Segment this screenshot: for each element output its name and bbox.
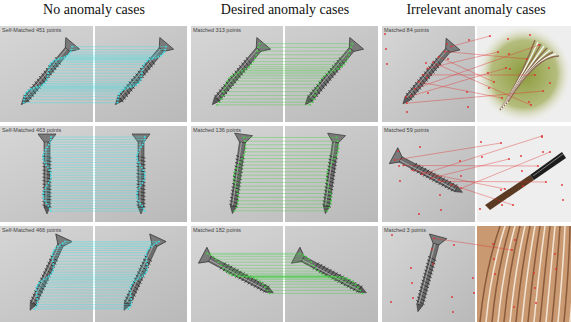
match-lines xyxy=(433,237,513,251)
match-count: Matched 3 points xyxy=(384,227,426,234)
match-lines xyxy=(23,46,167,104)
match-count: Matched 136 points xyxy=(193,127,241,134)
image-panel xyxy=(382,26,475,122)
divider xyxy=(93,226,95,322)
screw xyxy=(132,134,150,214)
image-panel xyxy=(0,26,187,122)
unmatched-points xyxy=(397,136,564,215)
match-count: Matched 84 points xyxy=(384,27,429,34)
screw xyxy=(198,247,277,300)
divider xyxy=(93,26,95,122)
image-panel xyxy=(382,226,475,322)
unmatched-points xyxy=(390,234,557,313)
column-header: Desired anomaly cases xyxy=(221,2,349,18)
column-header: Irrelevant anomaly cases xyxy=(406,2,545,18)
image-panel xyxy=(477,126,571,222)
match-count: Matched 182 points xyxy=(193,227,241,234)
screw xyxy=(396,38,460,109)
image-panel xyxy=(191,26,378,122)
image-panel xyxy=(0,126,187,222)
screw xyxy=(38,134,56,214)
match-lines xyxy=(233,137,340,212)
screw xyxy=(108,38,173,111)
self-match-count: Self-Matched 463 points xyxy=(2,127,61,134)
screw xyxy=(409,234,447,314)
image-panel xyxy=(0,226,187,322)
screw xyxy=(317,133,346,215)
screw xyxy=(291,247,370,300)
divider xyxy=(283,226,285,322)
image-panel xyxy=(382,126,475,222)
match-count: Matched 59 points xyxy=(384,127,429,134)
image-panel xyxy=(191,126,378,222)
match-lines xyxy=(406,35,544,106)
irrelevant-objects xyxy=(477,26,571,322)
screw xyxy=(224,133,253,215)
match-lines xyxy=(394,135,551,206)
image-panel xyxy=(191,226,378,322)
screw xyxy=(389,148,466,201)
match-lines xyxy=(42,136,146,212)
match-lines xyxy=(206,253,363,295)
match-count: Matched 313 points xyxy=(193,27,241,34)
match-lines xyxy=(34,241,160,310)
unmatched-points xyxy=(384,33,551,113)
image-panel xyxy=(477,26,571,122)
self-match-count: Self-Matched 451 points xyxy=(2,27,61,34)
divider xyxy=(93,126,95,222)
image-panel xyxy=(477,226,571,322)
column-header: No anomaly cases xyxy=(43,2,145,18)
match-lines xyxy=(216,43,353,106)
self-match-count: Self-Matched 466 points xyxy=(2,227,61,234)
